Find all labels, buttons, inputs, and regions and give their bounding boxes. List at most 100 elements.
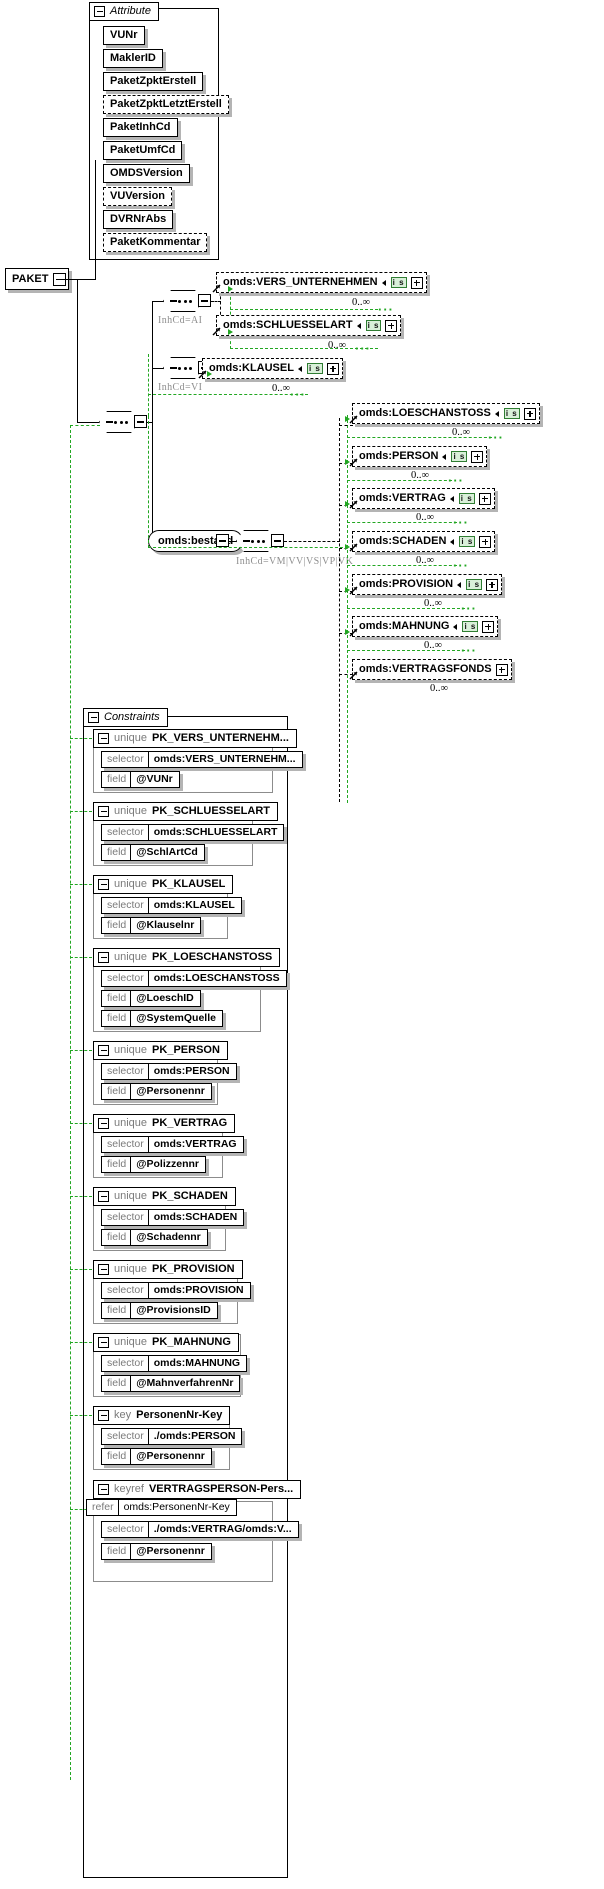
expand-icon[interactable] — [495, 663, 508, 676]
sequence-compositor-vi[interactable] — [163, 357, 199, 379]
expand-icon[interactable] — [523, 407, 536, 420]
collapse-icon[interactable] — [98, 1484, 109, 1495]
constraint-field[interactable]: field @SchlArtCd — [101, 844, 205, 861]
constraint-header-pk-loeschanstoss[interactable]: unique PK_LOESCHANSTOSS — [93, 948, 281, 967]
collapse-icon[interactable] — [98, 1264, 109, 1275]
bestand-collapse-icon[interactable] — [216, 534, 229, 547]
constraint-header-vertragsperson-keyref[interactable]: keyref VERTRAGSPERSON-Pers... — [93, 1480, 302, 1499]
attribute-vuversion[interactable]: VUVersion — [103, 187, 173, 206]
occurrence-label: 0..∞ — [430, 683, 448, 694]
constraint-field[interactable]: field @Personennr — [101, 1083, 212, 1100]
collapse-icon[interactable] — [98, 1045, 109, 1056]
element-mahnung[interactable]: omds:MAHNUNG i s — [352, 616, 499, 637]
expand-icon[interactable] — [410, 276, 423, 289]
attribute-label: DVRNrAbs — [110, 213, 167, 225]
collapse-icon[interactable] — [98, 952, 109, 963]
sequence-collapse-icon[interactable] — [198, 294, 211, 307]
constraints-group-header[interactable]: Constraints — [83, 708, 168, 727]
collapse-icon[interactable] — [88, 712, 99, 723]
selector-value: omds:LOESCHANSTOSS — [153, 972, 280, 985]
constraint-selector[interactable]: selector omds:SCHLUESSELART — [101, 824, 285, 841]
collapse-icon[interactable] — [98, 1337, 109, 1348]
constraint-selector[interactable]: selector omds:VERTRAG — [101, 1136, 244, 1153]
attribute-paketinhcd[interactable]: PaketInhCd — [103, 118, 178, 137]
collapse-icon[interactable] — [98, 879, 109, 890]
attribute-maklerid[interactable]: MaklerID — [103, 49, 163, 68]
green-constraint-link — [70, 1196, 92, 1197]
collapse-icon[interactable] — [94, 6, 105, 17]
sequence-collapse-icon[interactable] — [271, 534, 284, 547]
sequence-compositor-bestand[interactable] — [236, 530, 272, 552]
constraint-field[interactable]: field @LoeschID — [101, 990, 201, 1007]
choice-collapse-icon[interactable] — [134, 415, 147, 428]
attribute-paketkommentar[interactable]: PaketKommentar — [103, 233, 208, 252]
reference-arrow-icon — [349, 671, 358, 680]
constraint-selector[interactable]: selector ./omds:VERTRAG/omds:V... — [101, 1521, 299, 1538]
expand-icon[interactable] — [385, 319, 398, 332]
constraint-field[interactable]: field @Klauselnr — [101, 917, 202, 934]
constraint-field[interactable]: field @Polizzennr — [101, 1156, 207, 1173]
element-vertrag[interactable]: omds:VERTRAG i s — [352, 488, 495, 509]
constraint-selector[interactable]: selector ./omds:PERSON — [101, 1428, 243, 1445]
attribute-group-header[interactable]: Attribute — [89, 2, 159, 21]
collapse-icon[interactable] — [98, 1118, 109, 1129]
constraint-selector[interactable]: selector omds:SCHADEN — [101, 1209, 245, 1226]
choice-compositor[interactable] — [99, 411, 135, 433]
expand-icon[interactable] — [482, 620, 495, 633]
attribute-dvrnrabs[interactable]: DVRNrAbs — [103, 210, 174, 229]
constraint-selector[interactable]: selector omds:PROVISION — [101, 1282, 251, 1299]
constraint-field[interactable]: field @Schadennr — [101, 1229, 208, 1246]
constraint-header-pk-schaden[interactable]: unique PK_SCHADEN — [93, 1187, 236, 1206]
element-person[interactable]: omds:PERSON i s — [352, 446, 488, 467]
constraint-header-pk-vers-unternehmen[interactable]: unique PK_VERS_UNTERNEHM... — [93, 729, 297, 748]
attribute-paketzpkterstell[interactable]: PaketZpktErstell — [103, 72, 204, 91]
constraint-field[interactable]: field @Personennr — [101, 1448, 212, 1465]
selector-value: omds:KLAUSEL — [153, 899, 235, 912]
constraint-field[interactable]: field @Personennr — [101, 1543, 212, 1560]
constraint-field[interactable]: field @SystemQuelle — [101, 1010, 223, 1027]
connector — [220, 281, 221, 325]
attribute-omdsversion[interactable]: OMDSVersion — [103, 164, 190, 183]
constraint-selector[interactable]: selector omds:LOESCHANSTOSS — [101, 970, 287, 987]
constraint-header-pk-mahnung[interactable]: unique PK_MAHNUNG — [93, 1333, 239, 1352]
constraint-header-pk-person[interactable]: unique PK_PERSON — [93, 1041, 228, 1060]
constraint-refer[interactable]: refer omds:PersonenNr-Key — [86, 1499, 237, 1516]
constraint-selector[interactable]: selector omds:VERS_UNTERNEHM... — [101, 751, 303, 768]
collapse-icon[interactable] — [98, 806, 109, 817]
constraint-selector[interactable]: selector omds:MAHNUNG — [101, 1355, 248, 1372]
constraint-field[interactable]: field @MahnverfahrenNr — [101, 1375, 241, 1392]
element-provision[interactable]: omds:PROVISION i s — [352, 574, 503, 595]
attribute-vunr[interactable]: VUNr — [103, 26, 145, 45]
expand-icon[interactable] — [326, 362, 339, 375]
attribute-paketumfcd[interactable]: PaketUmfCd — [103, 141, 183, 160]
expand-icon[interactable] — [478, 492, 491, 505]
element-schluesselart[interactable]: omds:SCHLUESSELART i s — [216, 315, 402, 336]
green-region — [347, 522, 457, 523]
expand-icon[interactable] — [479, 535, 492, 548]
constraint-field[interactable]: field @VUNr — [101, 771, 180, 788]
root-element-paket[interactable]: PAKET — [5, 268, 70, 290]
sequence-compositor-ai[interactable] — [163, 290, 199, 312]
constraint-selector[interactable]: selector omds:PERSON — [101, 1063, 237, 1080]
constraint-header-pk-vertrag[interactable]: unique PK_VERTRAG — [93, 1114, 236, 1133]
green-marker-icon — [228, 329, 233, 335]
constraint-kind: unique — [114, 805, 148, 817]
element-vertragsfonds[interactable]: omds:VERTRAGSFONDS — [352, 659, 512, 680]
collapse-icon[interactable] — [98, 1191, 109, 1202]
constraint-header-personennr-key[interactable]: key PersonenNr-Key — [93, 1406, 231, 1425]
constraint-header-pk-provision[interactable]: unique PK_PROVISION — [93, 1260, 243, 1279]
element-schaden[interactable]: omds:SCHADEN i s — [352, 531, 496, 552]
type-badge-icon: i s — [365, 320, 382, 331]
constraint-selector[interactable]: selector omds:KLAUSEL — [101, 897, 242, 914]
constraint-header-pk-schluesselart[interactable]: unique PK_SCHLUESSELART — [93, 802, 279, 821]
attribute-paketzpktletzterstell[interactable]: PaketZpktLetztErstell — [103, 95, 229, 114]
constraint-field[interactable]: field @ProvisionsID — [101, 1302, 218, 1319]
collapse-icon[interactable] — [98, 1410, 109, 1421]
element-loeschanstoss[interactable]: omds:LOESCHANSTOSS i s — [352, 403, 540, 424]
element-vers-unternehmen[interactable]: omds:VERS_UNTERNEHMEN i s — [216, 272, 427, 293]
constraint-header-pk-klausel[interactable]: unique PK_KLAUSEL — [93, 875, 234, 894]
expand-icon[interactable] — [471, 450, 484, 463]
element-klausel[interactable]: omds:KLAUSEL i s — [202, 358, 343, 379]
expand-icon[interactable] — [486, 578, 499, 591]
collapse-icon[interactable] — [98, 733, 109, 744]
